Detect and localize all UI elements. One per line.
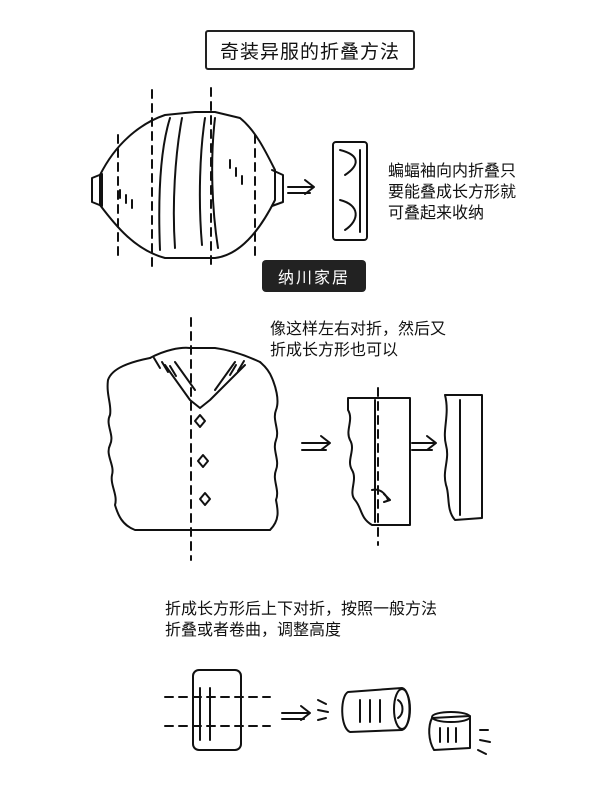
folded-block-drawing <box>193 670 241 750</box>
folded-rectangle-drawing <box>333 142 367 240</box>
ruffled-shirt-drawing <box>108 348 278 530</box>
arrow-right-icon <box>282 700 328 720</box>
roll-drawing <box>342 688 410 732</box>
step1-instructions: 蝙蝠袖向内折叠只 要能叠成长方形就 可叠起来收纳 <box>388 160 516 223</box>
fold-line-icon <box>165 697 270 726</box>
step2-line: 像这样左右对折，然后又 <box>270 319 447 338</box>
page-title: 奇装异服的折叠方法 <box>205 30 415 70</box>
small-roll-drawing <box>429 712 490 754</box>
brand-label: 纳川家居 <box>262 260 366 292</box>
half-folded-shirt-drawing <box>348 398 410 525</box>
step3-line: 折叠或者卷曲，调整高度 <box>165 620 342 639</box>
step1-line: 蝙蝠袖向内折叠只 <box>388 161 517 180</box>
step2-line: 折成长方形也可以 <box>270 340 399 359</box>
arrow-right-icon <box>288 180 314 194</box>
batwing-cardigan-drawing <box>92 112 283 258</box>
step2-instructions: 像这样左右对折，然后又 折成长方形也可以 <box>270 318 446 360</box>
step1-line: 可叠起来收纳 <box>388 203 485 222</box>
folded-strip-drawing <box>445 395 482 520</box>
arrow-right-icon <box>412 436 436 450</box>
fold-line-icon <box>118 88 255 270</box>
step1-line: 要能叠成长方形就 <box>388 182 517 201</box>
arrow-right-icon <box>302 436 330 450</box>
step3-instructions: 折成长方形后上下对折，按照一般方法 折叠或者卷曲，调整高度 <box>165 598 437 640</box>
step3-line: 折成长方形后上下对折，按照一般方法 <box>165 599 438 618</box>
